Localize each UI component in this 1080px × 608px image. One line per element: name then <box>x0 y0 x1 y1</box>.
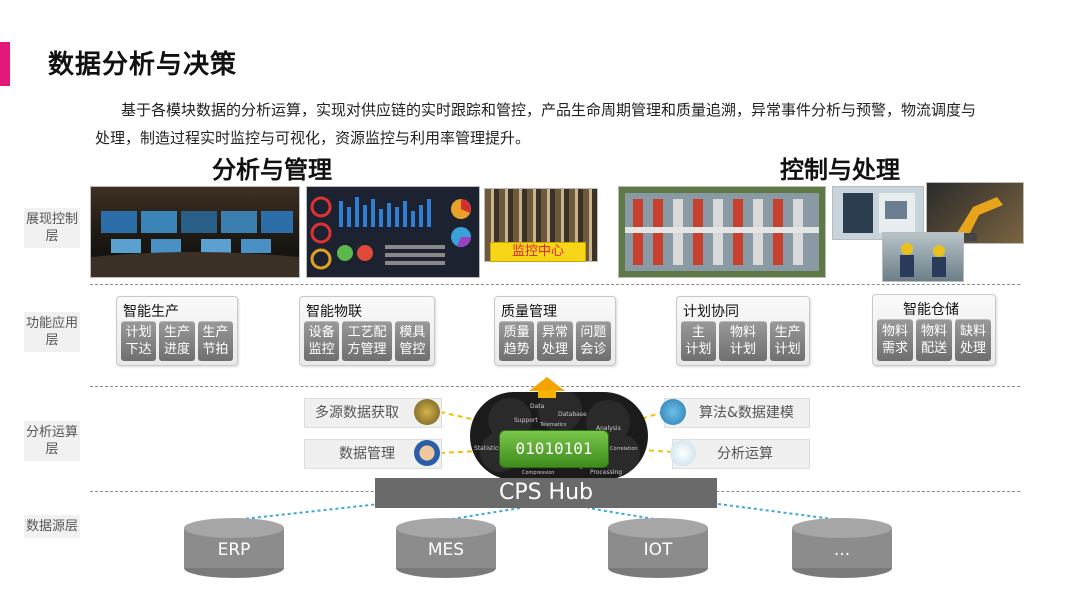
database-mes[interactable]: MES <box>396 518 496 578</box>
binary-data-box: 01010101 <box>499 430 609 468</box>
data-acquisition-icon <box>414 399 440 425</box>
database-iot[interactable]: IOT <box>608 518 708 578</box>
database-more[interactable]: ... <box>792 518 892 578</box>
svg-text:Processing: Processing <box>590 469 622 476</box>
database-erp[interactable]: ERP <box>184 518 284 578</box>
svg-text:Support: Support <box>514 417 538 424</box>
svg-text:Data: Data <box>530 403 545 410</box>
globe-icon <box>660 399 686 425</box>
svg-text:Compression: Compression <box>522 470 554 476</box>
user-icon <box>414 440 440 466</box>
database-label: MES <box>396 540 496 560</box>
svg-text:Telematics: Telematics <box>539 422 567 428</box>
database-label: ... <box>792 540 892 560</box>
up-arrow-stem <box>538 390 556 398</box>
database-label: IOT <box>608 540 708 560</box>
up-arrow-icon <box>529 377 565 391</box>
svg-text:Database: Database <box>558 411 587 418</box>
cps-hub-bar: CPS Hub <box>375 478 717 508</box>
svg-text:Statistics: Statistics <box>474 445 501 452</box>
analytics-icon <box>670 440 696 466</box>
svg-text:Correlation: Correlation <box>610 446 638 452</box>
database-label: ERP <box>184 540 284 560</box>
